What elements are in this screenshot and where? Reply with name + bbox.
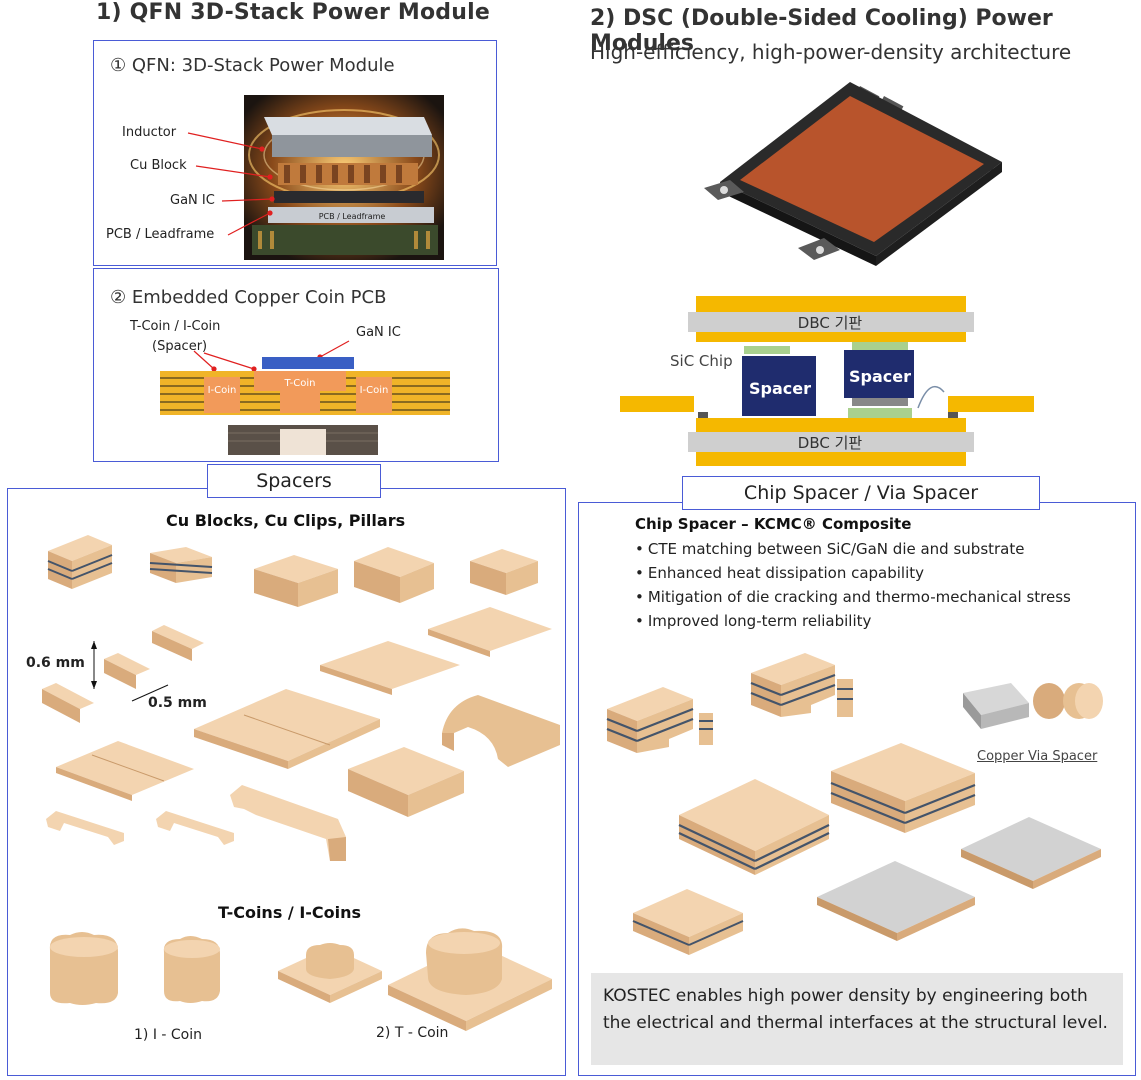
spacers-panel: Cu Blocks, Cu Clips, Pillars <box>7 488 566 1076</box>
label-cu-block: Cu Block <box>130 158 187 173</box>
embedded-coin-panel: ② Embedded Copper Coin PCB T-Coin / I-Co… <box>93 268 499 462</box>
dimension-width-label: 0.5 mm <box>148 695 207 711</box>
copper-via-spacer-caption: Copper Via Spacer <box>977 749 1098 764</box>
coin-pcb-diagram: I-Coin T-Coin I-Coin <box>160 340 450 455</box>
right-section-subtitle: High-efficiency, high-power-density arch… <box>590 40 1072 64</box>
label-pcb-leadframe: PCB / Leadframe <box>106 227 215 242</box>
coin-label-icoin-right: I-Coin <box>360 385 389 396</box>
coin-label-tcoin: T-Coin <box>283 378 315 389</box>
dsc-cross-section: DBC 기판 Spacer Spacer DBC 기판 <box>620 296 1034 466</box>
chip-spacer-bullets: CTE matching between SiC/GaN die and sub… <box>635 537 1071 633</box>
qfn-panel-heading: ① QFN: 3D-Stack Power Module <box>110 55 395 76</box>
left-section-title: 1) QFN 3D-Stack Power Module <box>96 0 490 25</box>
bullet-cracking: Mitigation of die cracking and thermo-me… <box>635 585 1071 609</box>
bullet-cte: CTE matching between SiC/GaN die and sub… <box>635 537 1071 561</box>
sic-chip-label: SiC Chip <box>670 352 733 370</box>
coin-panel-heading: ② Embedded Copper Coin PCB <box>110 287 387 308</box>
label-spacer: (Spacer) <box>152 339 208 354</box>
label-gan-ic-coin: GaN IC <box>356 325 401 340</box>
spacer-label-b: Spacer <box>849 367 911 386</box>
qfn-leader-lines <box>187 132 275 236</box>
qfn-stack-illustration: PCB / Leadframe <box>244 95 444 260</box>
chip-spacer-tag: Chip Spacer / Via Spacer <box>682 476 1040 510</box>
dsc-module-illustration <box>704 82 1002 266</box>
kostec-note: KOSTEC enables high power density by eng… <box>591 973 1123 1065</box>
right-section-title: 2) DSC (Double-Sided Cooling) Power Modu… <box>590 6 1053 56</box>
coin-label-icoin-left: I-Coin <box>208 385 237 396</box>
dbc-bottom-label: DBC 기판 <box>798 434 863 452</box>
caption-tcoin: 2) T - Coin <box>376 1025 449 1041</box>
cu-blocks-heading: Cu Blocks, Cu Clips, Pillars <box>166 511 406 530</box>
dimension-height-label: 0.6 mm <box>26 655 85 671</box>
label-inductor: Inductor <box>122 125 177 140</box>
coins-heading: T-Coins / I-Coins <box>218 903 362 922</box>
chip-spacer-panel: Chip Spacer – KCMC® Composite CTE matchi… <box>578 502 1136 1076</box>
cu-blocks-illustration <box>42 535 560 1031</box>
label-tcoin-icoin: T-Coin / I-Coin <box>130 319 221 334</box>
spacers-tag: Spacers <box>207 464 381 498</box>
spacer-label-a: Spacer <box>749 379 811 398</box>
chip-spacer-illustration <box>606 653 1103 955</box>
dbc-top-label: DBC 기판 <box>798 314 863 332</box>
qfn-inner-leadframe-label: PCB / Leadframe <box>319 212 386 221</box>
caption-icoin: 1) I - Coin <box>134 1027 203 1043</box>
chip-spacer-heading: Chip Spacer – KCMC® Composite <box>635 515 912 533</box>
qfn-stack-panel: ① QFN: 3D-Stack Power Module PCB / Leadf… <box>93 40 497 266</box>
label-gan-ic: GaN IC <box>170 193 215 208</box>
bullet-reliability: Improved long-term reliability <box>635 609 1071 633</box>
bullet-heat: Enhanced heat dissipation capability <box>635 561 1071 585</box>
